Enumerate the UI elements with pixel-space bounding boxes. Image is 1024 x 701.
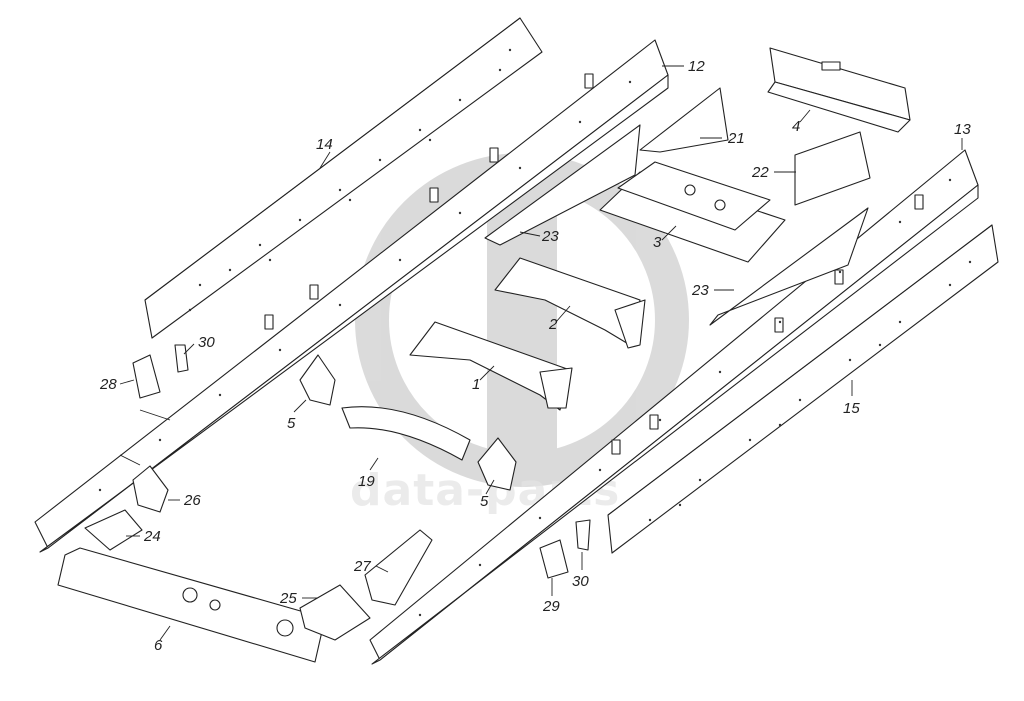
callout-19: 19 [358,473,375,490]
part-12-holes [98,80,632,492]
part-2-crossmember[interactable] [494,257,646,349]
part-4-crossmember[interactable] [767,47,911,133]
part-5-bracket-a[interactable] [299,354,336,406]
callout-30-left: 30 [198,334,215,351]
part-28-bracket[interactable] [132,354,161,399]
callout-25: 25 [279,590,297,607]
callout-29: 29 [542,598,560,615]
part-22-gusset[interactable] [794,131,871,206]
callout-5-left: 5 [287,415,296,432]
callout-1: 1 [472,376,480,393]
callout-4: 4 [792,118,800,135]
part-25-bracket[interactable] [299,584,371,641]
callout-6: 6 [154,637,163,654]
part-23-gusset-b[interactable] [709,207,869,326]
callout-5-right: 5 [480,493,489,510]
part-13-holes [418,178,952,617]
callout-23-top: 23 [541,228,559,245]
callout-23-right: 23 [691,282,709,299]
part-14-side-panel[interactable] [144,17,543,339]
callout-26: 26 [183,492,201,509]
part-30-strap-b[interactable] [575,519,591,551]
part-1-crossmember[interactable] [409,321,573,411]
callout-30-right: 30 [572,573,589,590]
part-13-right-rail[interactable] [369,149,979,665]
part-23-gusset-a[interactable] [484,124,641,246]
callout-2: 2 [548,316,558,333]
part-6-front-crossmember[interactable] [57,547,326,663]
callout-labels: 12 4 21 22 13 14 23 3 23 2 30 28 1 15 5 … [99,58,971,654]
callout-3: 3 [653,234,662,251]
part-14-holes [188,48,512,312]
part-15-side-panel[interactable] [607,224,999,554]
part-3-crossmember[interactable] [599,161,786,263]
callout-12: 12 [688,58,705,75]
callout-15: 15 [843,400,860,417]
callout-13: 13 [954,121,971,138]
part-27-bracket[interactable] [364,529,433,606]
part-19-arch[interactable] [341,406,471,461]
callout-22: 22 [751,164,769,181]
callout-27: 27 [353,558,371,575]
callout-14: 14 [316,136,333,153]
callout-28: 28 [99,376,117,393]
part-29-bracket[interactable] [539,539,569,579]
part-30-strap-a[interactable] [174,344,189,373]
part-12-left-rail[interactable] [34,39,669,553]
part-26-bracket[interactable] [132,465,169,513]
part-5-bracket-b[interactable] [477,437,517,491]
part-15-holes [648,260,972,522]
callout-24: 24 [143,528,161,545]
callout-21: 21 [727,130,745,147]
leader-lines [119,65,963,641]
part-21-gusset[interactable] [639,87,729,153]
part-24-bracket[interactable] [84,509,143,551]
